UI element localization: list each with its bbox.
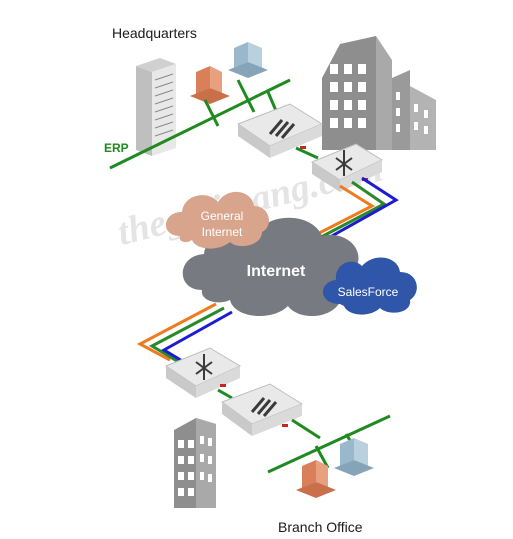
hq-uplink-line <box>295 146 319 160</box>
internet-label: Internet <box>247 263 306 280</box>
branch-pc-blue-icon <box>334 438 374 476</box>
general-internet-label-line2: Internet <box>202 225 243 239</box>
pc-orange-icon <box>190 66 230 104</box>
headquarters-label: Headquarters <box>112 25 197 41</box>
hq-router-icon <box>310 143 384 192</box>
branch-firewall-icon <box>220 383 304 436</box>
pc-blue-icon <box>228 42 268 78</box>
server-icon <box>136 58 176 156</box>
hq-building-icon <box>322 36 436 150</box>
salesforce-cloud-icon <box>322 257 417 315</box>
branch-building-icon <box>174 418 216 508</box>
branch-router-icon <box>164 347 242 398</box>
branch-pc-orange-icon <box>296 460 336 498</box>
hq-firewall-icon <box>236 103 324 158</box>
general-internet-label-line1: General <box>201 209 244 223</box>
salesforce-label: SalesForce <box>338 285 399 299</box>
general-internet-cloud-icon <box>165 191 269 249</box>
branch-office-label: Branch Office <box>278 519 363 535</box>
branch-uplink-line <box>217 388 233 400</box>
erp-label: ERP <box>104 141 129 155</box>
